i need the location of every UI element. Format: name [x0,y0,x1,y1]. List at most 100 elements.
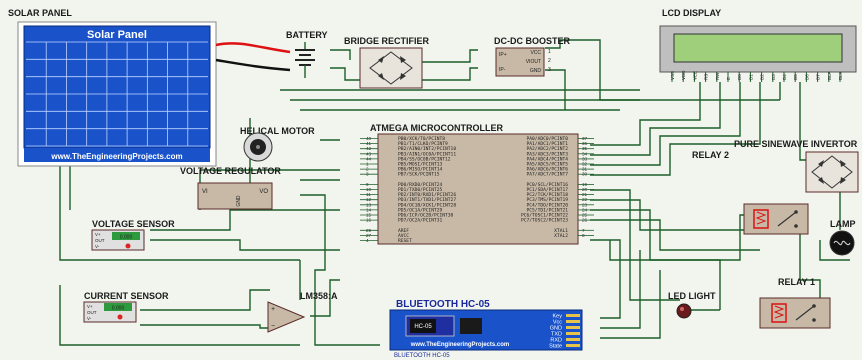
solar-panel-label: SOLAR PANEL [8,8,72,18]
relay2-label: RELAY 2 [692,150,729,160]
atmega-right-pin: XTAL1 [554,228,568,234]
bluetooth-chip-label: HC-05 [414,324,432,330]
atmega-left-pin: PD5/OC1A/PCINT29 [398,207,442,213]
bluetooth-pin [566,326,580,329]
booster-pin-num-3: 3 [548,67,551,73]
atmega-right-pin: PC4/TDO/PCINT20 [527,202,569,208]
atmega-right-pin: PC1/SDA/PCINT17 [527,187,569,193]
atmega-right-pin: XTAL2 [554,233,568,239]
solar-panel-title: Solar Panel [87,29,147,41]
led-light [676,303,692,319]
atmega-left-pin: PB5/MOSI/PCINT13 [398,162,442,168]
dc-booster: IP+ IP- VCC VIOUT GND 1 2 3 [495,47,551,77]
atmega-right-pin: PA7/ADC7/PCINT7 [527,172,569,178]
bluetooth-pin-label: Key [553,314,563,320]
current-sensor-pin-vminus: V- [87,316,92,321]
svg-text:−: − [271,323,275,330]
atmega-left-pin: PB4/SS/OC0B/PCINT12 [398,156,451,162]
atmega-left-pin: PB1/T1/CLKO/PCINT9 [398,141,448,147]
current-sensor-label: CURRENT SENSOR [84,291,169,301]
lcd-pin-label: D0 [737,74,742,80]
solar-panel-url: www.TheEngineeringProjects.com [50,152,182,161]
atmega-right-pin: PA6/ADC6/PCINT6 [527,167,569,173]
regulator-pin-gnd: GND [236,195,242,207]
atmega-left-pin: PB7/SCK/PCINT15 [398,172,440,178]
atmega-left-pin: AREF [398,228,409,234]
atmega-pin-labels: PB0/XCK/T0/PCINT840PB1/T1/CLKO/PCINT941P… [360,136,594,244]
bridge-rectifier [359,47,423,89]
helical-motor-label: HELICAL MOTOR [240,126,315,136]
atmega-right-pin: PC7/TOSC2/PCINT23 [521,218,568,224]
current-sensor-pin-vplus: V+ [87,304,93,309]
regulator-pin-vi: VI [202,189,208,195]
lcd-pin-label: D6 [804,74,809,80]
lcd-pin-label: D2 [760,74,765,80]
bridge-rectifier-label: BRIDGE RECTIFIER [344,36,430,46]
atmega-left-pin: RESET [398,238,412,244]
voltage-regulator-label: VOLTAGE REGULATOR [180,166,281,176]
solar-cell-grid [26,41,208,147]
atmega-right-pin: PA5/ADC5/PCINT5 [527,162,569,168]
atmega-chip: PB0/XCK/T0/PCINT840PB1/T1/CLKO/PCINT941P… [360,133,594,245]
atmega-right-pin: PA0/ADC0/PCINT0 [527,136,569,142]
lm358-label: LM358:A [300,291,338,301]
positive-wire [215,42,291,54]
bluetooth-module: HC-05 www.TheEngineeringProjects.com Key… [389,309,583,351]
atmega-left-pin: PB2/AIN0/INT2/PCINT10 [398,146,456,152]
bluetooth-url: www.TheEngineeringProjects.com [410,342,509,348]
booster-pin-ip-minus: IP- [499,67,506,73]
bluetooth-pin-label: Vcc [553,320,562,326]
booster-pin-ip-plus: IP+ [499,52,507,58]
atmega-left-pin: PD4/OC1B/XCK1/PCINT28 [398,202,456,208]
atmega-right-pin: PC0/SCL/PCINT16 [527,182,569,188]
atmega-right-pin: PC5/TDI/PCINT21 [527,207,569,213]
booster-pin-gnd: GND [530,68,542,74]
current-sensor-pin-out: OUT [87,310,97,315]
pure-sine-inverter [805,151,859,193]
lamp [829,230,855,256]
voltage-sensor-label: VOLTAGE SENSOR [92,219,175,229]
relay1 [759,297,831,329]
bluetooth-pin-label: TXD [551,332,562,338]
helical-motor [243,132,273,162]
atmega-left-pin: PD6/ICP/OC2B/PCINT30 [398,213,454,219]
bluetooth-pin [566,344,580,347]
lcd-pin-label: D1 [748,74,753,80]
booster-pin-viout: VIOUT [526,59,541,65]
booster-pin-num-1: 1 [548,49,551,55]
voltage-sensor-pin-vminus: V- [95,244,100,249]
atmega-right-pin: PC6/TOSC1/PCINT22 [521,213,568,219]
regulator-pin-vo: VO [259,189,268,195]
atmega-right-pin: PA1/ADC1/PCINT1 [527,141,569,147]
booster-pin-num-2: 2 [548,58,551,64]
lcd-pin-label: BLK [838,71,843,80]
bluetooth-pin [566,320,580,323]
atmega-left-pin: AVCC [398,233,409,239]
atmega-right-pin: PC2/TCK/PCINT18 [527,192,569,198]
atmega-right-pin: PA2/ADC2/PCINT2 [527,146,569,152]
lcd-pin-label: VEE [692,71,697,80]
atmega-right-pin: PA3/ADC3/PCINT3 [527,151,569,157]
atmega-left-pin: PD7/OC2A/PCINT31 [398,218,442,224]
current-sensor: 0.000 V+ OUT V- [83,301,137,323]
lcd-pin-label: D5 [793,74,798,80]
lcd-pin-label: D4 [782,74,787,80]
voltage-sensor-pin-out: OUT [95,238,105,243]
atmega-left-pin: PD3/INT1/TXD1/PCINT27 [398,197,456,203]
lcd-pin-label: D7 [816,74,821,80]
voltage-sensor-readout: 0.000 [120,235,133,241]
lcd-pin-label: VSS [670,71,675,80]
voltage-sensor: 0.000 V+ OUT V- [91,229,145,251]
lm358-opamp: + − [267,301,306,333]
solar-panel: Solar Panel www.TheEngineeringProjects.c… [17,21,217,167]
atmega-left-pin: PD1/TXD0/PCINT25 [398,187,442,193]
current-sensor-readout: 0.000 [112,306,125,312]
atmega-left-pin: PB0/XCK/T0/PCINT8 [398,136,445,142]
atmega-label: ATMEGA MICROCONTROLLER [370,123,503,133]
bluetooth-sub-label: BLUETOOTH HC-05 [394,353,450,359]
